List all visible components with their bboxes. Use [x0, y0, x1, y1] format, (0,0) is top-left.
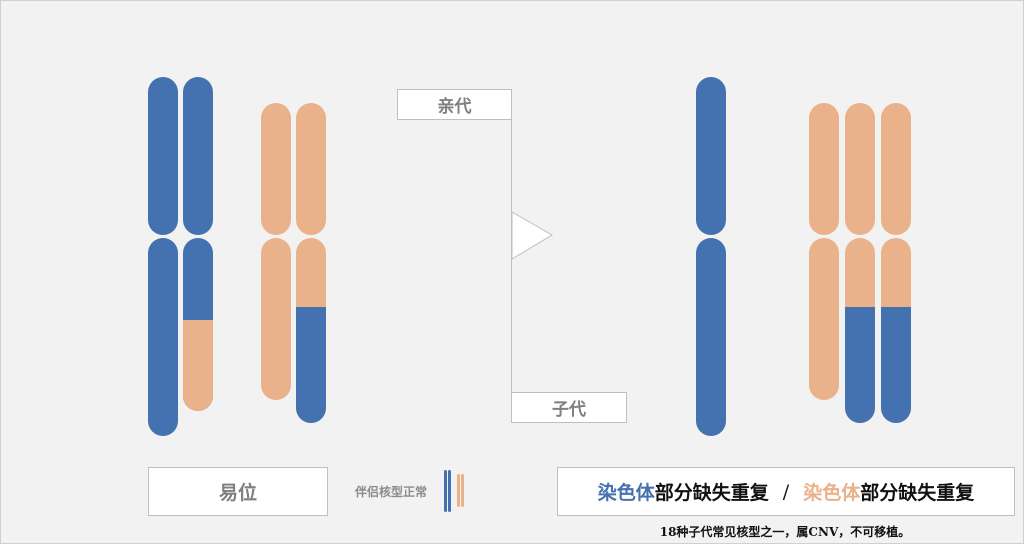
parent-label: 亲代	[397, 89, 512, 120]
result-part1-rest: 部分缺失重复	[654, 482, 769, 504]
result-label: 染色体部分缺失重复 / 染色体部分缺失重复	[557, 467, 1015, 516]
caption: 18种子代常见核型之一，属CNV，不可移植。	[659, 525, 911, 539]
result-part2-colored: 染色体	[803, 482, 861, 504]
arrow-triangle-icon	[511, 211, 553, 260]
translocation-label: 易位	[148, 467, 328, 516]
result-part2-rest: 部分缺失重复	[860, 482, 975, 504]
partner-normal-label: 伴侣核型正常	[355, 485, 428, 499]
result-separator: /	[782, 480, 790, 503]
result-part1-colored: 染色体	[597, 482, 655, 504]
child-label: 子代	[511, 392, 627, 423]
